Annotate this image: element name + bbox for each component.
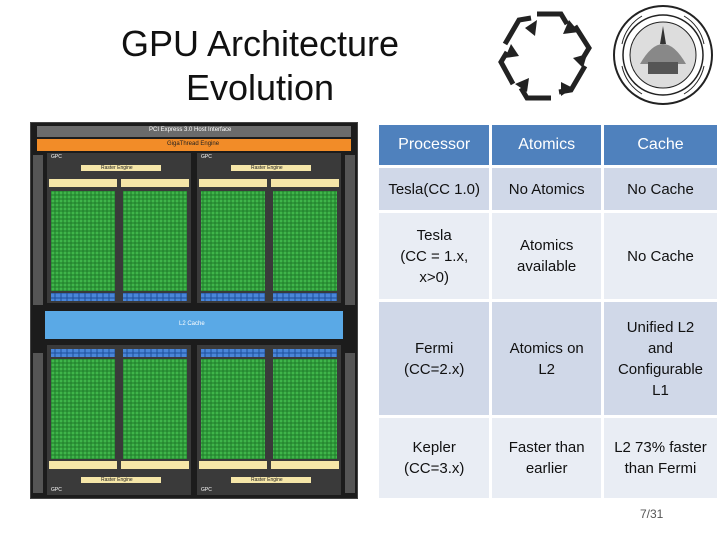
- raster-engine-label: Raster Engine: [101, 165, 133, 171]
- slide-title: GPU Architecture Evolution: [100, 22, 420, 110]
- header-cache: Cache: [603, 125, 717, 165]
- cell-processor: Tesla(CC = 1.x,x>0): [379, 213, 490, 299]
- hexagon-logo-icon: [497, 6, 605, 106]
- gpc-label: GPC: [201, 487, 212, 493]
- table-row: Tesla(CC 1.0) No Atomics No Cache: [379, 168, 717, 210]
- table-header-row: Processor Atomics Cache: [379, 125, 717, 165]
- gpc-label: GPC: [201, 154, 212, 160]
- title-line-1: GPU Architecture: [120, 23, 400, 64]
- cell-processor: Tesla(CC 1.0): [379, 168, 490, 210]
- raster-engine-label: Raster Engine: [251, 477, 283, 483]
- cell-cache: No Cache: [603, 213, 717, 299]
- gpc-label: GPC: [51, 154, 62, 160]
- cell-processor: Kepler(CC=3.x): [379, 418, 490, 498]
- architecture-table: Processor Atomics Cache Tesla(CC 1.0) No…: [376, 122, 720, 501]
- header-processor: Processor: [379, 125, 490, 165]
- header-atomics: Atomics: [492, 125, 601, 165]
- gpu-block-diagram: PCI Express 3.0 Host Interface GigaThrea…: [30, 122, 358, 499]
- gpu-diagram-graphic: [31, 123, 357, 498]
- page-number: 7/31: [640, 507, 664, 521]
- cell-atomics: No Atomics: [492, 168, 601, 210]
- host-interface-label: PCI Express 3.0 Host Interface: [149, 127, 232, 133]
- raster-engine-label: Raster Engine: [101, 477, 133, 483]
- cell-processor: Fermi(CC=2.x): [379, 302, 490, 415]
- raster-engine-label: Raster Engine: [251, 165, 283, 171]
- l2-cache-label: L2 Cache: [179, 321, 205, 327]
- gigathread-label: GigaThread Engine: [167, 141, 220, 147]
- cell-cache: No Cache: [603, 168, 717, 210]
- title-line-2: Evolution: [185, 67, 335, 108]
- university-seal-icon: [612, 4, 714, 106]
- gpc-label: GPC: [51, 487, 62, 493]
